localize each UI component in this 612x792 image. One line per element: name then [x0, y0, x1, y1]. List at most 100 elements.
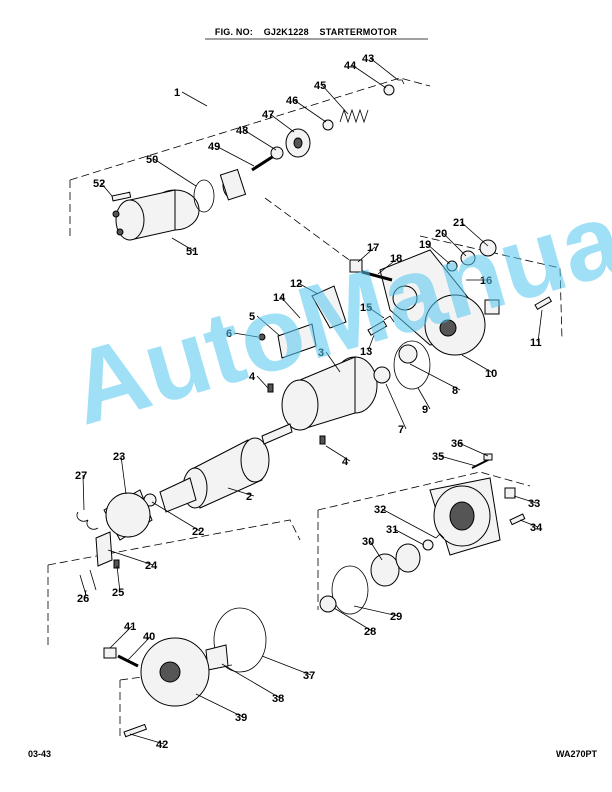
spring-45-part [339, 108, 369, 124]
clip-43-part [398, 79, 405, 85]
callout-1: 1 [174, 87, 180, 99]
bolt-34-part [509, 513, 526, 526]
bushing-38-part [205, 644, 229, 671]
leader-line-6 [233, 332, 259, 338]
armature-part [159, 423, 293, 513]
pin-40-part [117, 654, 139, 668]
callout-36: 36 [451, 438, 463, 450]
leader-line-39 [195, 693, 244, 718]
callout-33: 33 [528, 498, 540, 510]
leader-line-15 [367, 306, 385, 319]
fig-title: STARTERMOTOR [319, 27, 398, 37]
spring-27-part [76, 511, 99, 530]
fig-label: FIG. NO: [214, 27, 253, 37]
callout-26: 26 [77, 593, 89, 605]
leader-line-14 [280, 296, 301, 319]
leader-line-29 [353, 605, 399, 617]
leader-line-8 [409, 363, 461, 391]
callout-38: 38 [272, 693, 284, 705]
callout-42: 42 [156, 739, 168, 751]
callout-45: 45 [314, 80, 326, 92]
leader-line-38 [221, 663, 281, 699]
leader-line-42 [129, 733, 165, 745]
callout-8: 8 [452, 385, 458, 397]
bolt-42-part [123, 723, 148, 738]
leader-line-25 [116, 565, 121, 593]
o-ring-29-part [331, 565, 369, 615]
callout-41: 41 [124, 621, 136, 633]
callout-18: 18 [390, 253, 402, 265]
leader-line-5 [256, 315, 281, 337]
brush-holder-part [103, 489, 153, 541]
callout-10: 10 [485, 368, 497, 380]
callout-5: 5 [249, 311, 255, 323]
leader-line-50 [153, 158, 197, 187]
leader-line-11 [537, 309, 543, 343]
callout-11: 11 [530, 337, 542, 349]
assembly-line-lower-right [317, 471, 531, 610]
callout-29: 29 [390, 611, 402, 623]
bracket-12-part [311, 285, 347, 329]
pin-18-part [361, 270, 393, 282]
clip-15-part [383, 315, 395, 323]
callout-30: 30 [362, 536, 374, 548]
callout-14: 14 [273, 292, 286, 304]
callout-40: 40 [143, 631, 155, 643]
callout-3: 3 [318, 347, 324, 359]
plate-5-part [277, 323, 317, 359]
front-housing-part [429, 477, 501, 556]
leader-line-33 [513, 495, 537, 504]
leader-line-52 [100, 182, 113, 197]
brush-24-part [95, 531, 113, 567]
leader-line-32 [381, 508, 437, 539]
bearing-21-part [479, 239, 497, 257]
leader-line-7 [385, 383, 407, 430]
washer-31-part [422, 539, 434, 551]
callout-48: 48 [236, 125, 248, 137]
callout-47: 47 [262, 109, 274, 121]
callout-4: 4 [342, 456, 349, 468]
pinion-30-part [370, 543, 421, 587]
figure-header: FIG. NO: GJ2K1228 STARTERMOTOR [0, 27, 612, 37]
callout-20: 20 [435, 228, 447, 240]
o-ring-9-part [393, 340, 431, 390]
solenoid-part [112, 189, 200, 241]
callout-22: 22 [192, 526, 204, 538]
leader-line-47 [269, 113, 295, 133]
drive-housing-part [379, 249, 500, 356]
callout-4: 4 [249, 371, 256, 383]
leader-line-28 [333, 607, 373, 632]
washer-7-part [373, 366, 391, 384]
leader-line-3 [325, 351, 341, 373]
pin-13-part [367, 320, 388, 336]
model-code: WA270PT [556, 749, 598, 759]
washer-8-part [398, 344, 418, 364]
washer-48-part [270, 146, 284, 160]
leader-line-9 [417, 387, 431, 410]
o-ring-50-part [193, 179, 215, 213]
callout-39: 39 [235, 712, 247, 724]
callout-32: 32 [374, 504, 386, 516]
brush-26-part [79, 569, 97, 596]
assembly-line-top [69, 77, 431, 238]
washer-46-part [322, 119, 334, 131]
leader-line-45 [321, 84, 349, 115]
callout-16: 16 [480, 275, 492, 287]
leader-line-40 [127, 635, 152, 661]
rear-cover-39-part [140, 637, 210, 707]
callout-24: 24 [145, 560, 158, 572]
callout-51: 51 [186, 246, 198, 258]
leader-line-10 [461, 354, 494, 374]
leader-line-37 [261, 655, 312, 676]
callout-6: 6 [226, 328, 232, 340]
leader-line-1 [181, 91, 208, 107]
callout-7: 7 [398, 424, 404, 436]
callout-49: 49 [208, 141, 220, 153]
fig-code: GJ2K1228 [263, 27, 309, 37]
callout-28: 28 [364, 626, 376, 638]
leader-line-27 [82, 474, 85, 511]
leader-line-22 [151, 501, 201, 532]
clip-32-part [435, 533, 445, 539]
leader-line-49 [215, 145, 255, 167]
leader-line-48 [243, 129, 277, 151]
